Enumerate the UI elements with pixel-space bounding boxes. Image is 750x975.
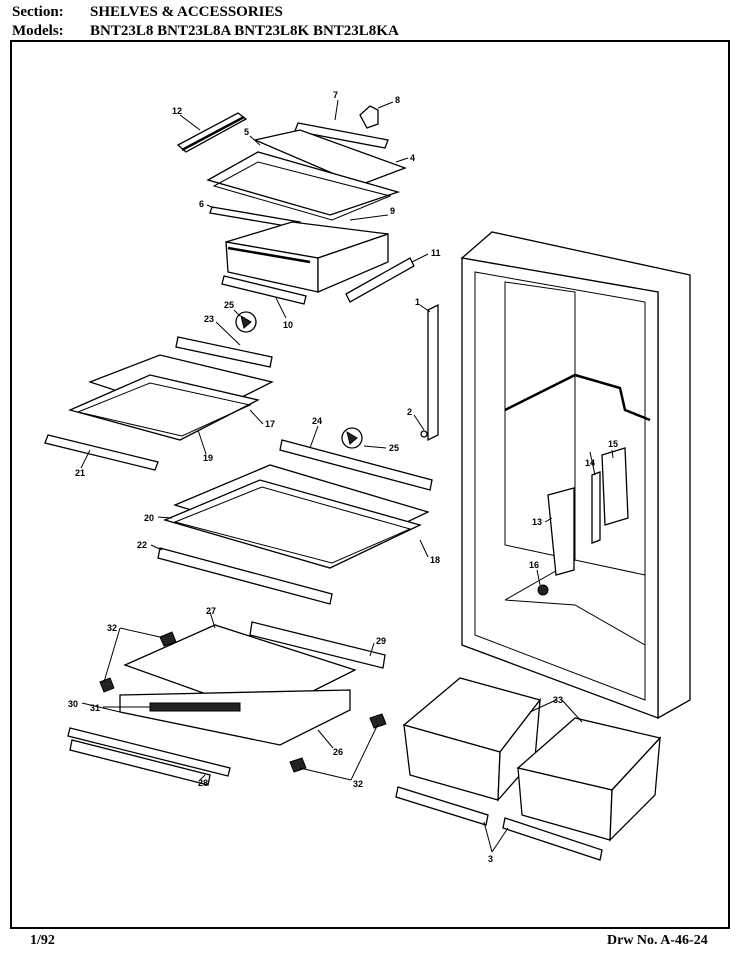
models-header: Models: BNT23L8 BNT23L8A BNT23L8K BNT23L8… <box>12 23 399 40</box>
rail-part-12-edge <box>181 115 245 152</box>
callout-10: 10 <box>283 320 293 330</box>
lower-shelf-assembly <box>157 427 433 605</box>
callout-1: 1 <box>415 297 420 307</box>
crisper-drawer-right-side <box>609 736 661 842</box>
models-label: Models: <box>12 23 64 39</box>
callout-5: 5 <box>244 127 249 137</box>
glass-shelf-part-20 <box>163 479 422 569</box>
callout-15: 15 <box>608 439 618 449</box>
glass-shelf-part-19-edge <box>76 382 252 437</box>
callout-28: 28 <box>198 778 208 788</box>
trim-part-7 <box>294 122 389 149</box>
callout-9: 9 <box>390 206 395 216</box>
glass-shelf-part-19 <box>68 374 260 441</box>
callout-6: 6 <box>199 199 204 209</box>
models-list: BNT23L8 BNT23L8A BNT23L8K BNT23L8KA <box>90 23 399 39</box>
callout-21: 21 <box>75 468 85 478</box>
housing-part-15 <box>601 447 629 526</box>
bracket-part-32-top <box>159 631 177 647</box>
callout-23: 23 <box>204 314 214 324</box>
cover-frame-part-26 <box>119 689 351 746</box>
drawer-part-9-handle <box>227 246 311 264</box>
callout-17: 17 <box>265 419 275 429</box>
callout-labels: 12 7 8 5 4 6 9 10 11 1 2 25 23 17 19 21 … <box>68 90 618 864</box>
callout-19: 19 <box>203 453 213 463</box>
callout-30: 30 <box>68 699 78 709</box>
callout-33: 33 <box>553 695 563 705</box>
callout-4: 4 <box>410 153 415 163</box>
trim-part-28 <box>69 739 211 786</box>
crisper-cover-assembly <box>67 621 387 786</box>
rail-part-10 <box>221 275 307 305</box>
cabinet-floor-line <box>504 559 646 601</box>
crisper-drawers <box>395 677 662 861</box>
bracket-part-32-right <box>369 713 387 729</box>
callout-2: 2 <box>407 407 412 417</box>
callout-29: 29 <box>376 636 386 646</box>
duct-part-13 <box>547 487 575 576</box>
callout-16: 16 <box>529 560 539 570</box>
section-title: SHELVES & ACCESSORIES <box>90 4 283 20</box>
trim-part-23 <box>175 336 273 368</box>
cabinet-shelf-rail <box>504 373 651 422</box>
section-header: Section: SHELVES & ACCESSORIES <box>12 4 283 21</box>
callout-3: 3 <box>488 854 493 864</box>
rail-part-11 <box>345 257 415 303</box>
middle-shelf-assembly <box>44 303 439 471</box>
cabinet-floor-line-2 <box>504 599 646 646</box>
rail-part-3-left <box>395 786 489 826</box>
callout-32-top: 32 <box>107 623 117 633</box>
callout-31: 31 <box>90 703 100 713</box>
callout-24: 24 <box>312 416 322 426</box>
callout-26: 26 <box>333 747 343 757</box>
callout-25-bottom: 25 <box>389 443 399 453</box>
callout-8: 8 <box>395 95 400 105</box>
section-label: Section: <box>12 4 64 20</box>
trim-part-30 <box>67 727 231 777</box>
callout-13: 13 <box>532 517 542 527</box>
rail-part-1 <box>427 303 439 442</box>
diagram-frame <box>10 40 730 929</box>
glass-shelf-part-5 <box>206 151 401 216</box>
bracket-part-32-bottom <box>289 757 307 773</box>
trim-part-21 <box>44 434 159 471</box>
callout-22: 22 <box>137 540 147 550</box>
top-shelf-assembly <box>176 105 415 305</box>
callout-12: 12 <box>172 106 182 116</box>
clip-part-25-bottom-body <box>346 430 358 445</box>
cabinet-front <box>461 257 659 719</box>
control-part-14 <box>591 471 601 544</box>
clip-part-25-top-body <box>240 314 252 329</box>
callout-27: 27 <box>206 606 216 616</box>
callout-20: 20 <box>144 513 154 523</box>
rail-part-3-right <box>502 817 603 861</box>
callout-14: 14 <box>585 458 595 468</box>
glass-shelf-part-20-edge <box>173 486 412 564</box>
leader-lines <box>80 99 614 853</box>
footer-drawing-number: Drw No. A-46-24 <box>607 933 708 948</box>
cabinet-liner <box>474 271 646 701</box>
refrigerator-cabinet <box>460 231 691 720</box>
shelf-frame-part-4 <box>252 129 407 186</box>
footer-date: 1/92 <box>30 933 55 948</box>
callout-25-top: 25 <box>224 300 234 310</box>
callout-7: 7 <box>333 90 338 100</box>
screw-part-16 <box>537 584 549 596</box>
callout-18: 18 <box>430 555 440 565</box>
trim-part-24 <box>279 439 433 491</box>
trim-part-29 <box>249 621 386 669</box>
callout-32-bottom: 32 <box>353 779 363 789</box>
vent-part-31 <box>149 702 241 712</box>
glass-shelf-part-5-edge <box>212 161 392 221</box>
trim-part-22 <box>157 547 333 605</box>
callout-11: 11 <box>431 248 441 258</box>
screw-part-2 <box>420 430 428 438</box>
bracket-part-32-left <box>99 677 115 693</box>
drawer-part-9-side <box>317 233 389 293</box>
clip-part-8 <box>359 105 379 129</box>
